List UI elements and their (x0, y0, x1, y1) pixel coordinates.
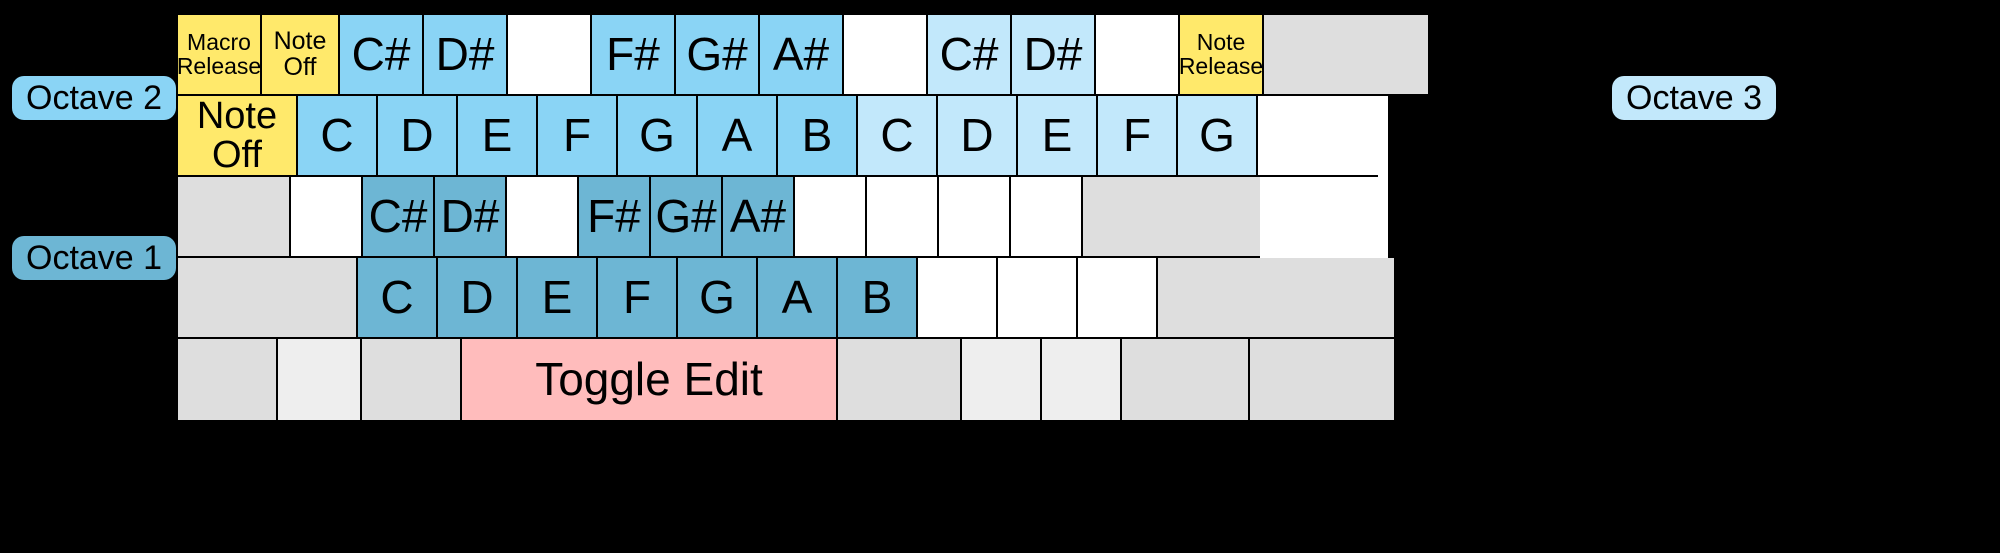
key-g[interactable]: G (678, 258, 758, 339)
key-blank[interactable] (1042, 339, 1122, 420)
key-toggle-edit[interactable]: Toggle Edit (462, 339, 838, 420)
key-blank[interactable] (291, 177, 363, 258)
key-blank[interactable] (507, 177, 579, 258)
key-blank[interactable] (1011, 177, 1083, 258)
key-g-sharp[interactable]: G# (676, 15, 760, 96)
key-blank[interactable] (838, 339, 962, 420)
octave-3-label: Octave 3 (1612, 76, 1777, 120)
key-blank[interactable] (844, 15, 928, 96)
key-c[interactable]: C (358, 258, 438, 339)
key-d[interactable]: D (938, 96, 1018, 177)
key-a[interactable]: A (698, 96, 778, 177)
key-blank[interactable] (998, 258, 1078, 339)
key-blank[interactable] (508, 15, 592, 96)
key-blank[interactable] (962, 339, 1042, 420)
key-g[interactable]: G (1178, 96, 1258, 177)
octave1-sharps-row: C#D# F#G#A# (178, 177, 1388, 258)
key-d[interactable]: D (438, 258, 518, 339)
key-c[interactable]: C (858, 96, 938, 177)
key-blank[interactable] (867, 177, 939, 258)
key-f[interactable]: F (538, 96, 618, 177)
key-blank[interactable] (178, 258, 358, 339)
key-b[interactable]: B (838, 258, 918, 339)
key-e[interactable]: E (458, 96, 538, 177)
key-e[interactable]: E (1018, 96, 1098, 177)
octave-2-label: Octave 2 (12, 76, 177, 120)
key-blank[interactable] (1250, 339, 1394, 420)
key-a[interactable]: A (758, 258, 838, 339)
key-c-sharp[interactable]: C# (363, 177, 435, 258)
bottom-modifier-row: Toggle Edit (178, 339, 1394, 420)
key-blank[interactable] (1096, 15, 1180, 96)
key-d-sharp[interactable]: D# (424, 15, 508, 96)
key-macro-release[interactable]: Macro Release (178, 15, 262, 96)
key-blank[interactable] (795, 177, 867, 258)
key-d-sharp[interactable]: D# (435, 177, 507, 258)
key-a-sharp[interactable]: A# (760, 15, 844, 96)
key-blank[interactable] (939, 177, 1011, 258)
key-e[interactable]: E (518, 258, 598, 339)
key-d[interactable]: D (378, 96, 458, 177)
key-c-sharp[interactable]: C# (340, 15, 424, 96)
key-f[interactable]: F (1098, 96, 1178, 177)
key-d-sharp[interactable]: D# (1012, 15, 1096, 96)
key-blank[interactable] (1264, 15, 1428, 96)
key-c[interactable]: C (298, 96, 378, 177)
key-blank[interactable] (1158, 258, 1394, 339)
key-b[interactable]: B (778, 96, 858, 177)
octave-1-label: Octave 1 (12, 236, 177, 280)
key-note-off[interactable]: Note Off (178, 96, 298, 177)
key-blank[interactable] (1078, 258, 1158, 339)
key-note-release[interactable]: Note Release (1180, 15, 1264, 96)
key-g[interactable]: G (618, 96, 698, 177)
key-f-sharp[interactable]: F# (579, 177, 651, 258)
key-blank[interactable] (178, 339, 278, 420)
key-blank[interactable] (362, 339, 462, 420)
key-f[interactable]: F (598, 258, 678, 339)
key-a-sharp[interactable]: A# (723, 177, 795, 258)
key-blank[interactable] (178, 177, 291, 258)
key-g-sharp[interactable]: G# (651, 177, 723, 258)
key-blank[interactable] (1258, 96, 1378, 177)
key-blank[interactable] (1122, 339, 1250, 420)
key-blank[interactable] (278, 339, 362, 420)
key-f-sharp[interactable]: F# (592, 15, 676, 96)
key-blank[interactable] (1083, 177, 1260, 258)
key-blank[interactable] (918, 258, 998, 339)
key-c-sharp[interactable]: C# (928, 15, 1012, 96)
key-note-off[interactable]: Note Off (262, 15, 340, 96)
